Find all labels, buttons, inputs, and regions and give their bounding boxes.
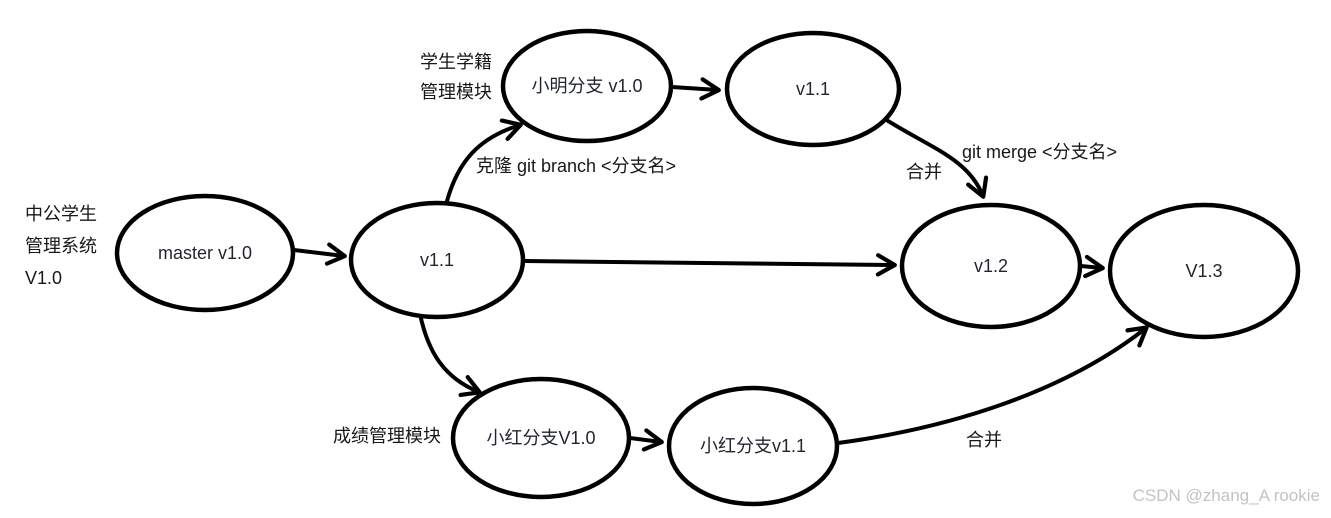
annotation-merge-top-label: 合并	[906, 162, 942, 182]
node-ellipse-xiaoming-v11	[724, 30, 902, 148]
annotation-clone-command: 克隆 git branch <分支名>	[476, 156, 676, 176]
node-label-xiaoming-v10: 小明分支 v1.0	[531, 76, 642, 96]
edge-master-to-v11	[292, 242, 347, 266]
annotation-module-students-line-1: 学生学籍	[420, 52, 492, 72]
annotation-system-title-line-3: V1.0	[25, 268, 62, 288]
edge-xiaoming11-merge-v12	[878, 114, 989, 199]
node-ellipse-xiaoming-v10	[500, 28, 674, 144]
edge-xiaohong10-to-11	[628, 428, 664, 452]
watermark: CSDN @zhang_A rookie	[1133, 486, 1320, 505]
node-label-main-v12: v1.2	[974, 256, 1008, 276]
annotation-module-students-line-2: 管理模块	[420, 82, 492, 102]
node-label-xiaoming-v11: v1.1	[796, 79, 830, 99]
node-ellipse-main-v13	[1107, 202, 1301, 340]
edge-xiaoming10-to-11	[670, 77, 721, 101]
node-label-xiaohong-v11: 小红分支v1.1	[700, 436, 806, 456]
node-label-main-v13: V1.3	[1185, 261, 1222, 281]
annotation-merge-bottom-label: 合并	[966, 430, 1002, 450]
edge-v12-to-v13	[1079, 254, 1105, 279]
edge-xiaohong11-merge-v13	[836, 325, 1149, 445]
nodes-layer: master v1.0 v1.1 小明分支 v1.0 v1.1 v1.2 V1.3 小红分支…	[114, 28, 1301, 507]
annotation-module-grades: 成绩管理模块	[333, 426, 441, 446]
node-label-xiaohong-v10: 小红分支V1.0	[486, 428, 595, 448]
annotation-system-title-line-2: 管理系统	[25, 236, 97, 256]
annotation-system-title-line-1: 中公学生	[25, 204, 97, 224]
edges-layer	[292, 77, 1149, 452]
edge-v11-to-v12	[522, 253, 897, 277]
node-ellipse-main-v11	[348, 200, 526, 320]
node-label-master-v10: master v1.0	[158, 243, 252, 263]
annotation-merge-command: git merge <分支名>	[962, 142, 1117, 162]
node-ellipse-master-v10	[114, 193, 296, 313]
node-ellipse-xiaohong-v10	[450, 376, 632, 500]
edge-v11-to-xiaoming-clone	[445, 118, 523, 203]
node-ellipse-xiaohong-v11	[666, 385, 840, 507]
node-label-main-v11: v1.1	[420, 250, 454, 270]
edge-v11-to-xiaohong	[418, 312, 482, 398]
node-ellipse-main-v12	[899, 202, 1083, 330]
